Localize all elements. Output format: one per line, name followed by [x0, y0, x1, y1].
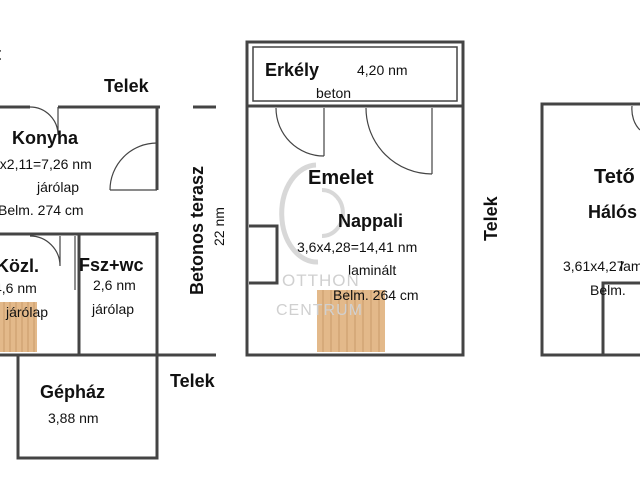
ground-stairs	[0, 302, 37, 352]
balcony-floor: beton	[316, 85, 352, 101]
hall-size: 4,6 nm	[0, 280, 37, 296]
attic-bedroom-size: 3,61x4,27	[563, 258, 625, 274]
kitchen-height: Belm. 274 cm	[0, 202, 84, 218]
upper-outer-wall	[245, 40, 465, 357]
wc-size: 2,6 nm	[93, 277, 136, 293]
kitchen-door-arc	[109, 142, 158, 191]
upper-stairs	[317, 290, 385, 352]
balcony-inner-frame	[252, 46, 458, 102]
terrace-size: 22 nm	[211, 207, 227, 246]
hall-floor: járólap	[6, 304, 49, 320]
balcony-door-arc-left	[275, 107, 325, 157]
hall-name: Közl.	[0, 256, 39, 276]
wc-floor: járólap	[92, 301, 135, 317]
attic-bedroom-height: Belm.	[590, 282, 626, 298]
living-room-size: 3,6x4,28=14,41 nm	[297, 239, 418, 255]
attic-bedroom-name: Hálós	[588, 202, 638, 222]
attic-outer-wall	[540, 102, 640, 357]
watermark-text-2: CENTRUM	[276, 302, 363, 319]
living-room-floor: laminált	[348, 262, 397, 278]
balcony-door-arc-right	[365, 107, 433, 175]
top-door-arc	[29, 106, 59, 136]
balcony-size: 4,20 nm	[357, 62, 408, 78]
watermark-text-1: OTTHON	[282, 271, 360, 290]
level-name-upper: Emelet	[308, 167, 374, 189]
wc-name: Fsz+wc	[79, 255, 144, 275]
engine-room-walls	[16, 355, 159, 460]
kitchen-name: Konyha	[12, 128, 79, 148]
kitchen-floor: járólap	[37, 179, 80, 195]
hall-door-arc	[29, 235, 61, 267]
attic-door-arc	[631, 105, 640, 131]
terrace-name: Betonos terasz	[187, 165, 207, 295]
living-room-height: Belm. 264 cm	[333, 287, 419, 303]
engine-room-name: Gépház	[40, 382, 106, 402]
partial-title: t	[0, 45, 1, 63]
level-name-attic: Tető	[594, 166, 635, 188]
outdoor-label-top: Telek	[104, 76, 149, 96]
engine-room-size: 3,88 nm	[48, 410, 99, 426]
attic-bedroom-floor: lam	[620, 258, 640, 274]
outdoor-label-side: Telek	[481, 196, 501, 241]
balcony-name: Erkély	[265, 60, 320, 80]
attic-inner-wall	[601, 281, 640, 355]
upper-inner-walls	[249, 224, 279, 285]
living-room-name: Nappali	[338, 211, 404, 231]
outdoor-label-bottom: Telek	[170, 371, 215, 391]
watermark-logo	[279, 162, 345, 265]
kitchen-size: 4x2,11=7,26 nm	[0, 156, 92, 172]
